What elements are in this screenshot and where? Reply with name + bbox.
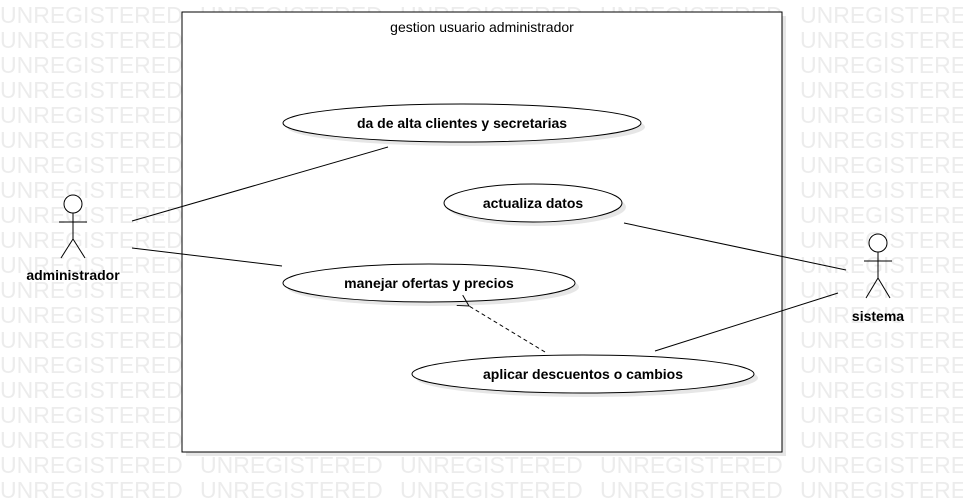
use-case-ellipse	[411, 354, 755, 394]
watermark-text: UNREGISTERED	[400, 477, 583, 502]
watermark-text: UNREGISTERED	[0, 402, 183, 428]
association-sistema-actualiza[interactable]	[623, 222, 847, 271]
watermark-text: UNREGISTERED	[0, 27, 183, 53]
watermark-text: UNREGISTERED	[200, 477, 383, 502]
use-case-ellipse	[443, 183, 623, 223]
watermark-text: UNREGISTERED	[800, 2, 963, 28]
stick-figure-icon	[864, 233, 892, 299]
watermark-text: UNREGISTERED	[0, 152, 183, 178]
watermark-text: UNREGISTERED	[0, 127, 183, 153]
watermark-text: UNREGISTERED	[800, 52, 963, 78]
watermark-text: UNREGISTERED	[0, 302, 183, 328]
use-case-alta[interactable]: da de alta clientes y secretarias	[282, 103, 645, 146]
association-sistema-descuentos[interactable]	[654, 292, 839, 352]
watermark-text: UNREGISTERED	[800, 377, 963, 403]
watermark-text: UNREGISTERED	[800, 152, 963, 178]
dependency-descuentos-ofertas[interactable]	[469, 306, 546, 353]
watermark-text: UNREGISTERED	[800, 27, 963, 53]
watermark-text: UNREGISTERED	[800, 202, 963, 228]
watermark-text: UNREGISTERED	[0, 252, 183, 278]
watermark-text: UNREGISTERED	[0, 52, 183, 78]
watermark-text: UNREGISTERED	[0, 277, 183, 303]
watermark-text: UNREGISTERED	[800, 77, 963, 103]
use-case-ofertas[interactable]: manejar ofertas y precios	[282, 263, 579, 306]
watermark-text: UNREGISTERED	[0, 427, 183, 453]
use-case-label: manejar ofertas y precios	[344, 275, 514, 291]
watermark-text: UNREGISTERED	[0, 177, 183, 203]
watermark-text: UNREGISTERED	[800, 102, 963, 128]
watermark-text: UNREGISTERED	[800, 327, 963, 353]
use-case-descuentos[interactable]: aplicar descuentos o cambios	[411, 354, 758, 397]
use-case-ellipse	[282, 263, 576, 303]
use-case-label: da de alta clientes y secretarias	[357, 115, 567, 131]
watermark-text: UNREGISTERED	[800, 277, 963, 303]
watermark-text: UNREGISTERED	[0, 452, 183, 478]
watermark-text: UNREGISTERED	[800, 127, 963, 153]
watermark-text: UNREGISTERED	[800, 252, 963, 278]
association-admin-alta[interactable]	[131, 146, 389, 222]
watermark-text: UNREGISTERED	[0, 227, 183, 253]
actor-sistema[interactable]: sistema	[852, 233, 904, 324]
watermark-text: UNREGISTERED	[0, 202, 183, 228]
watermark-text: UNREGISTERED	[0, 477, 183, 502]
watermark-text: UNREGISTERED	[0, 102, 183, 128]
watermark-text: UNREGISTERED	[0, 377, 183, 403]
watermark-text: UNREGISTERED	[200, 452, 383, 478]
watermark-text: UNREGISTERED	[800, 477, 963, 502]
watermark-text: UNREGISTERED	[400, 452, 583, 478]
use-case-label: actualiza datos	[483, 195, 584, 211]
watermark-text: UNREGISTERED	[0, 327, 183, 353]
watermark-text: UNREGISTERED	[0, 2, 183, 28]
actor-label: administrador	[26, 267, 120, 283]
use-case-label: aplicar descuentos o cambios	[483, 366, 683, 382]
watermark-text: UNREGISTERED	[800, 302, 963, 328]
association-admin-ofertas[interactable]	[131, 247, 283, 267]
use-case-ellipse	[282, 103, 642, 143]
watermark-text: UNREGISTERED	[600, 452, 783, 478]
watermark-text: UNREGISTERED	[800, 402, 963, 428]
use-case-actualiza[interactable]: actualiza datos	[443, 183, 626, 226]
watermark-text: UNREGISTERED	[800, 177, 963, 203]
stick-figure-icon	[59, 194, 87, 259]
watermark-text: UNREGISTERED	[800, 452, 963, 478]
watermark-text: UNREGISTERED	[0, 352, 183, 378]
watermark-text: UNREGISTERED	[800, 352, 963, 378]
actor-administrador[interactable]: administrador	[26, 194, 120, 283]
watermark-text: UNREGISTERED	[0, 77, 183, 103]
boundary-title: gestion usuario administrador	[390, 19, 574, 35]
watermark-text: UNREGISTERED	[800, 427, 963, 453]
watermark-text: UNREGISTERED	[600, 477, 783, 502]
actor-label: sistema	[852, 308, 904, 324]
